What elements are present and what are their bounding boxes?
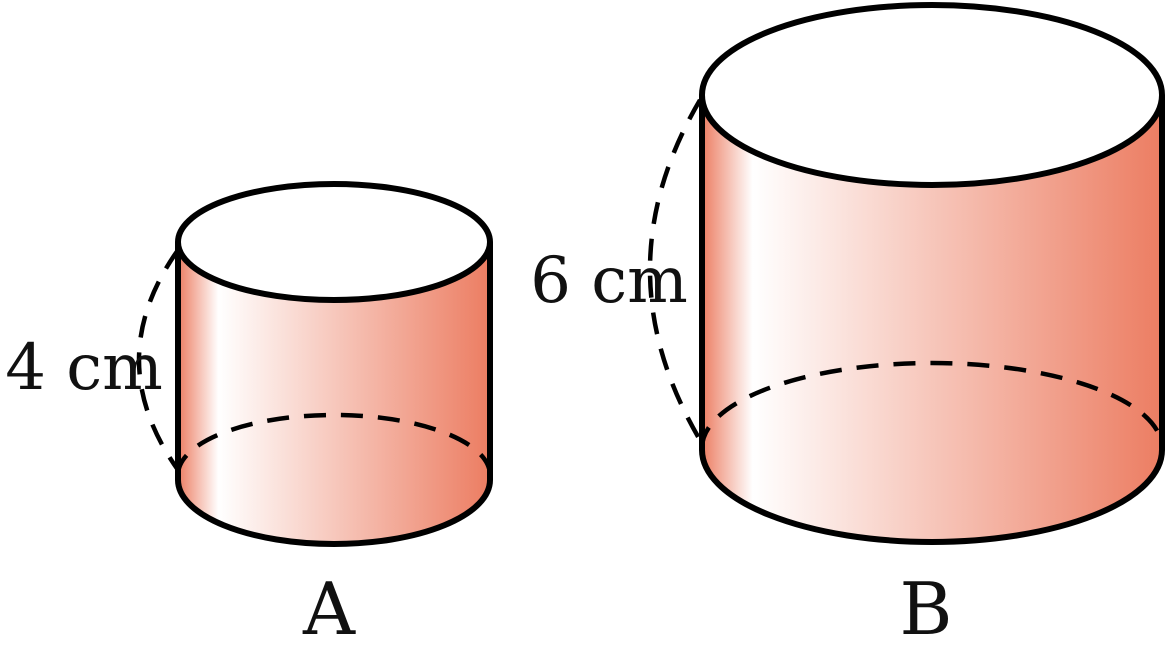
cylinder-b-bottom-hidden-edge bbox=[699, 360, 1165, 449]
cylinder-b-label: B bbox=[900, 567, 953, 651]
cylinder-a: 4 cm A bbox=[5, 181, 493, 651]
cylinder-b-height-brace bbox=[647, 98, 702, 442]
cylinder-a-label: A bbox=[302, 567, 356, 651]
cylinder-b: 6 cm B bbox=[530, 2, 1165, 651]
cylinder-b-bottom-front-edge bbox=[699, 449, 1165, 545]
cylinder-a-top-face bbox=[175, 181, 493, 303]
cylinder-b-top-face bbox=[699, 2, 1165, 188]
cylinder-a-height-label: 4 cm bbox=[5, 331, 163, 405]
cylinder-a-height-brace bbox=[136, 248, 180, 472]
cylinder-b-body bbox=[702, 95, 1162, 542]
cylinder-a-bottom-front-edge bbox=[175, 479, 493, 547]
cylinder-b-height-label: 6 cm bbox=[530, 244, 688, 318]
cylinder-a-body bbox=[178, 242, 490, 544]
